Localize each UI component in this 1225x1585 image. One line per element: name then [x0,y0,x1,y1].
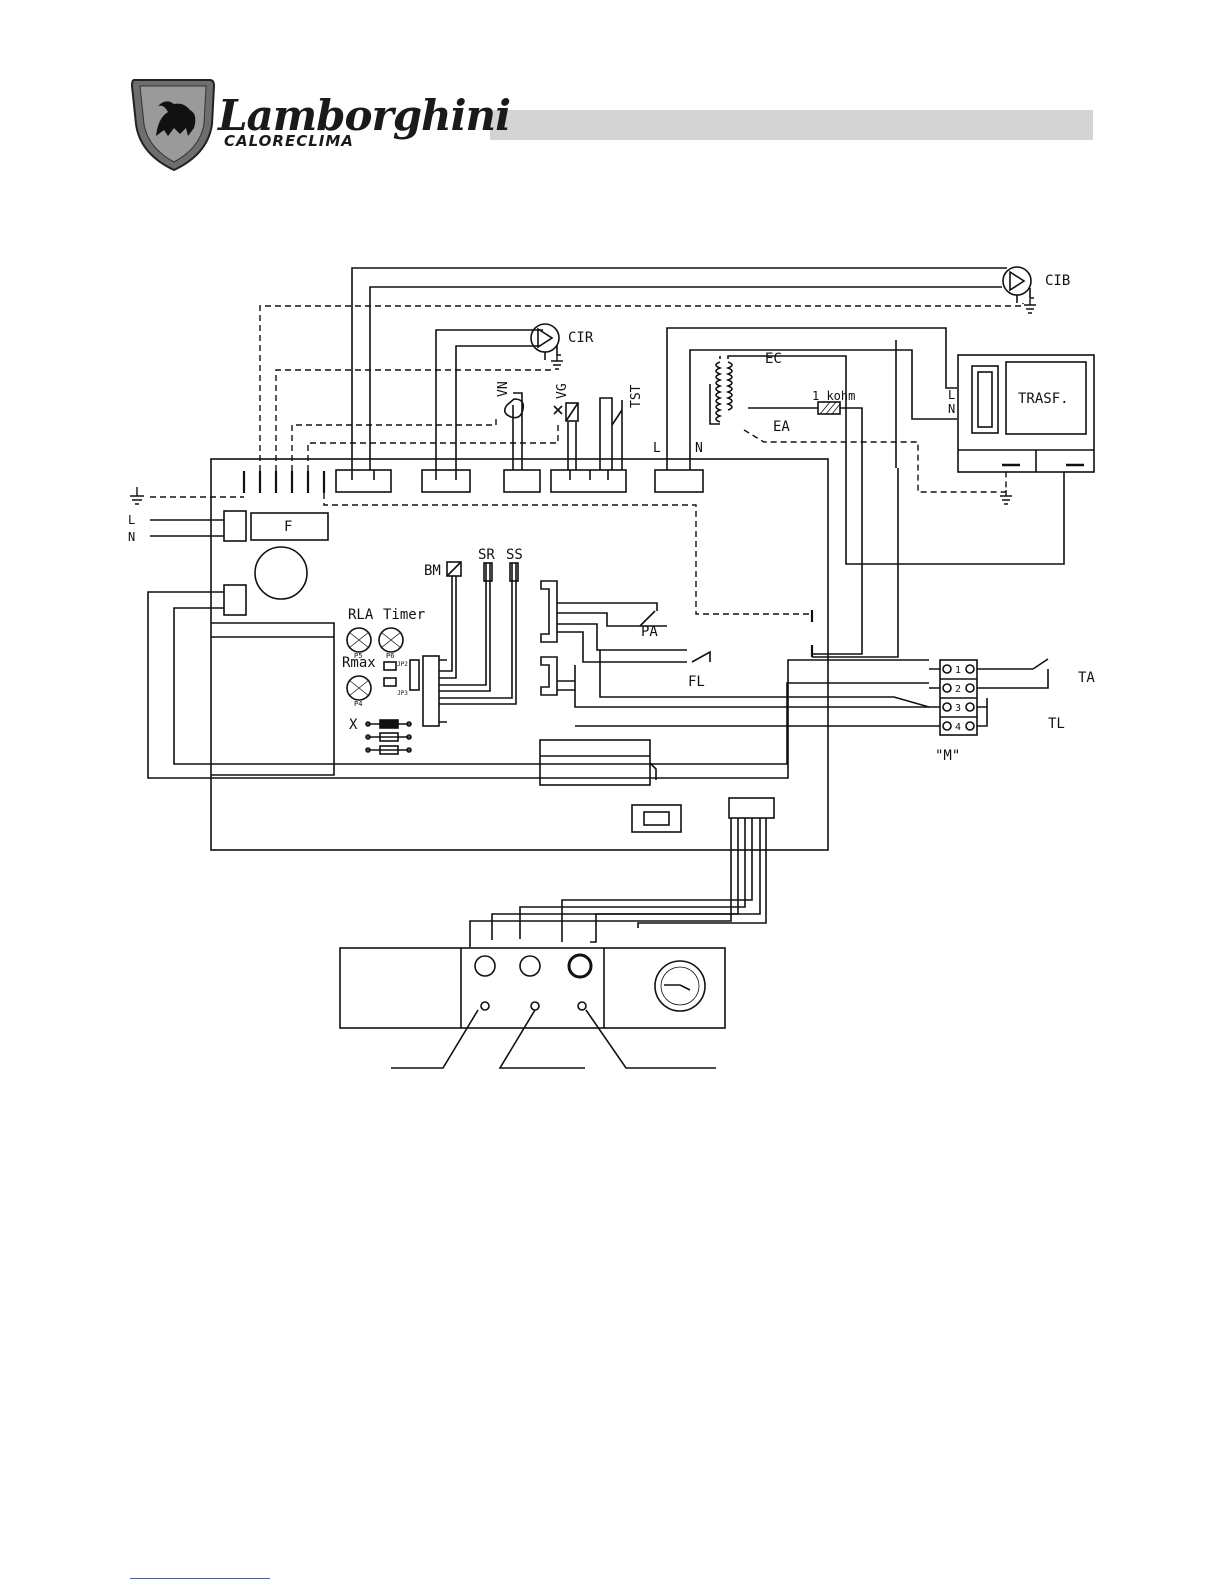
terminal-3: 3 [955,703,961,714]
label-tl: TL [1048,716,1065,732]
label-timer: Timer [383,607,425,623]
label-p4: P4 [354,700,362,708]
label-ec: EC [765,351,782,367]
label-cib: CIB [1045,273,1070,289]
label-vn: VN [496,381,511,397]
label-bm: BM [424,563,441,579]
label-x: X [349,717,358,733]
connector-cir [422,470,470,492]
label-p6: P6 [386,652,394,660]
connector-control-panel [729,798,774,818]
connector-bottom [632,805,681,832]
label-rla: RLA [348,607,374,623]
label-tst: TST [629,384,644,408]
label-trasf-n: N [948,402,955,416]
pressure-gauge [655,961,705,1011]
control-panel [340,948,725,1028]
label-resistor: 1 kohm [812,389,855,403]
knob-mode [569,955,591,977]
label-ss: SS [506,547,523,563]
label-p5: P5 [354,652,362,660]
connector-vn [504,470,540,492]
terminal-2: 2 [955,684,961,695]
knob-heating [475,956,495,976]
label-fuse: F [284,519,292,535]
label-pa: PA [641,624,658,640]
label-mains-n: N [128,530,135,544]
label-ta: TA [1078,670,1095,686]
connector-aux-left [224,585,246,615]
transformer-coil-round [255,547,307,599]
terminal-4: 4 [955,722,961,733]
label-top-l: L [653,441,661,456]
label-top-n: N [695,441,703,456]
connector-cib [336,470,391,492]
pump-cir [531,324,559,352]
connector-mains [224,511,246,541]
pump-cib [1003,267,1031,295]
label-sr: SR [478,547,495,563]
terminal-1: 1 [955,665,961,676]
label-mains-l: L [128,513,135,527]
label-trasf-l: L [948,388,955,402]
connector-trasf [655,470,703,492]
label-ea: EA [773,419,790,435]
label-vg: VG [555,383,570,399]
footer-rule [130,1578,270,1579]
label-trasf: TRASF. [1018,391,1069,407]
connector-vg-tst [551,470,626,492]
label-terminal-m: "M" [935,748,960,764]
label-jp2: JP2 [397,661,408,668]
label-jp3: JP3 [397,690,408,697]
label-fl: FL [688,674,705,690]
control-board [211,459,828,850]
knob-dhw [520,956,540,976]
connector-bm-sr-ss [423,656,439,726]
label-cir: CIR [568,330,594,346]
